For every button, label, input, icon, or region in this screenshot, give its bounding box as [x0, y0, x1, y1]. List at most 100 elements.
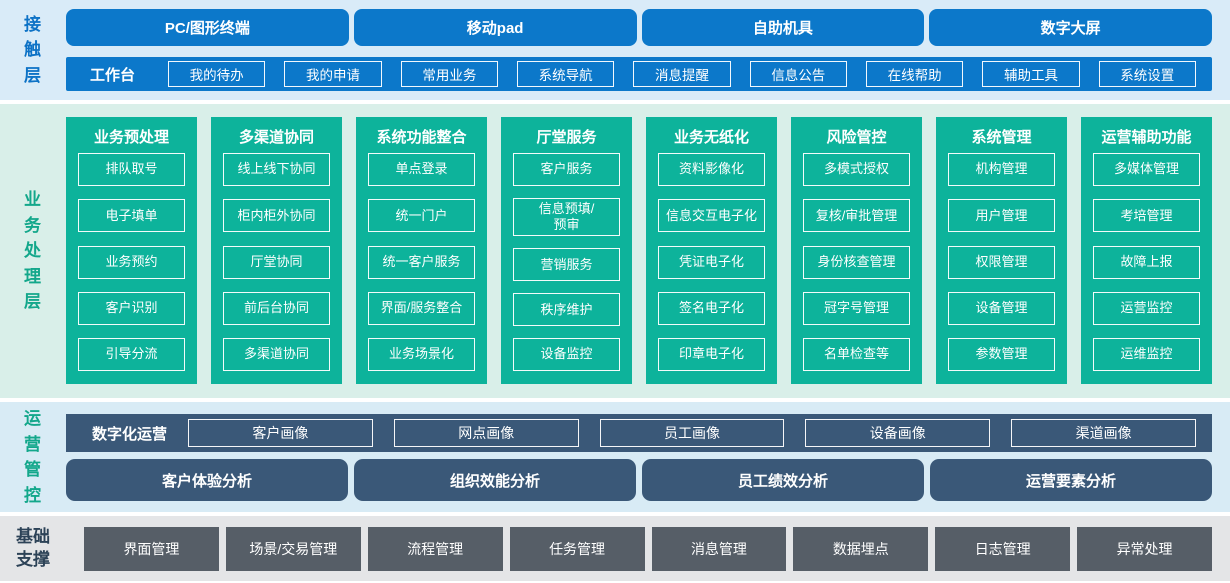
section-divider: [0, 398, 1230, 402]
business-column-items: 客户服务信息预填/ 预审营销服务秩序维护设备监控: [513, 153, 620, 371]
business-column: 业务预处理排队取号电子填单业务预约客户识别引导分流: [66, 117, 197, 384]
digital-portrait-item: 员工画像: [599, 419, 785, 447]
business-item: 信息预填/ 预审: [513, 197, 620, 237]
business-column-title: 多渠道协同: [238, 129, 314, 146]
business-layer: 业务处理层 业务预处理排队取号电子填单业务预约客户识别引导分流多渠道协同线上线下…: [0, 104, 1230, 398]
digital-portrait-item: 客户画像: [188, 419, 373, 447]
business-column-title: 业务预处理: [93, 129, 169, 146]
digital-portrait-item: 网点画像: [393, 419, 579, 447]
business-item: 冠字号管理: [803, 291, 910, 325]
business-item: 用户管理: [948, 199, 1055, 233]
business-column-title: 厅堂服务: [536, 129, 597, 146]
business-column-title: 系统功能整合: [376, 129, 467, 146]
business-item: 多渠道协同: [223, 338, 330, 371]
business-column-title: 运营辅助功能: [1101, 129, 1192, 146]
business-item: 营销服务: [513, 248, 620, 282]
business-item: 业务预约: [78, 245, 185, 279]
business-item: 界面/服务整合: [368, 291, 475, 325]
business-column-items: 线上线下协同柜内柜外协同厅堂协同前后台协同多渠道协同: [223, 153, 330, 371]
business-item: 前后台协同: [223, 291, 330, 325]
analysis-box: 客户体验分析: [66, 459, 348, 501]
business-column: 运营辅助功能多媒体管理考培管理故障上报运营监控运维监控: [1081, 117, 1212, 384]
foundation-item: 场景/交易管理: [225, 526, 361, 571]
business-item: 身份核查管理: [803, 245, 910, 279]
business-item: 多模式授权: [803, 153, 910, 186]
analysis-box: 员工绩效分析: [642, 459, 924, 501]
channel-box: 自助机具: [641, 9, 925, 46]
business-layer-label: 业务处理层: [24, 190, 42, 312]
analysis-box: 运营要素分析: [930, 459, 1212, 501]
business-item: 名单检查等: [803, 338, 910, 371]
business-item: 权限管理: [948, 245, 1055, 279]
business-column: 系统功能整合单点登录统一门户统一客户服务界面/服务整合业务场景化: [356, 117, 487, 384]
business-column: 厅堂服务客户服务信息预填/ 预审营销服务秩序维护设备监控: [501, 117, 632, 384]
business-item: 参数管理: [948, 338, 1055, 371]
business-column-items: 资料影像化信息交互电子化凭证电子化签名电子化印章电子化: [658, 153, 765, 371]
digital-operations-bar: 数字化运营 客户画像网点画像员工画像设备画像渠道画像: [66, 414, 1212, 452]
business-columns: 业务预处理排队取号电子填单业务预约客户识别引导分流多渠道协同线上线下协同柜内柜外…: [66, 104, 1230, 398]
foundation-layer-rail: 基础支撑: [0, 516, 66, 581]
business-column-items: 机构管理用户管理权限管理设备管理参数管理: [948, 153, 1055, 371]
section-divider: [0, 512, 1230, 516]
channel-box: 数字大屏: [929, 9, 1212, 46]
workbench-label: 工作台: [90, 66, 136, 84]
business-item: 资料影像化: [658, 153, 765, 186]
business-item: 机构管理: [948, 153, 1055, 186]
digital-portrait-item: 渠道画像: [1011, 419, 1196, 447]
foundation-layer: 基础支撑 界面管理场景/交易管理流程管理任务管理消息管理数据埋点日志管理异常处理: [0, 516, 1230, 581]
business-item: 印章电子化: [658, 338, 765, 371]
business-item: 引导分流: [78, 338, 185, 371]
business-item: 柜内柜外协同: [223, 199, 330, 233]
foundation-item: 异常处理: [1077, 526, 1212, 571]
operations-content: 数字化运营 客户画像网点画像员工画像设备画像渠道画像 客户体验分析组织效能分析员…: [66, 402, 1230, 512]
business-item: 厅堂协同: [223, 245, 330, 279]
business-item: 运维监控: [1093, 338, 1200, 371]
business-item: 客户服务: [513, 153, 620, 186]
section-divider: [0, 100, 1230, 104]
business-item: 电子填单: [78, 199, 185, 233]
business-item: 秩序维护: [513, 293, 620, 327]
business-item: 设备管理: [948, 291, 1055, 325]
foundation-item: 任务管理: [509, 526, 645, 571]
business-column-items: 单点登录统一门户统一客户服务界面/服务整合业务场景化: [368, 153, 475, 371]
business-column: 系统管理机构管理用户管理权限管理设备管理参数管理: [936, 117, 1067, 384]
workbench-item: 常用业务: [400, 61, 498, 87]
business-item: 客户识别: [78, 291, 185, 325]
channel-box: 移动pad: [353, 9, 637, 46]
foundation-item: 流程管理: [367, 526, 503, 571]
business-column: 多渠道协同线上线下协同柜内柜外协同厅堂协同前后台协同多渠道协同: [211, 117, 342, 384]
operations-layer-label: 运营管控: [24, 409, 42, 505]
business-item: 运营监控: [1093, 291, 1200, 325]
business-column: 业务无纸化资料影像化信息交互电子化凭证电子化签名电子化印章电子化: [646, 117, 777, 384]
business-column-items: 多模式授权复核/审批管理身份核查管理冠字号管理名单检查等: [803, 153, 910, 371]
channel-box: PC/图形终端: [66, 9, 349, 46]
workbench-item: 系统设置: [1098, 61, 1196, 87]
business-column: 风险管控多模式授权复核/审批管理身份核查管理冠字号管理名单检查等: [791, 117, 922, 384]
business-column-title: 业务无纸化: [673, 129, 749, 146]
business-item: 复核/审批管理: [803, 199, 910, 233]
workbench-item: 我的待办: [168, 61, 266, 87]
operations-layer: 运营管控 数字化运营 客户画像网点画像员工画像设备画像渠道画像 客户体验分析组织…: [0, 402, 1230, 512]
contact-layer-rail: 接触层: [0, 0, 66, 100]
business-column-title: 风险管控: [826, 129, 887, 146]
foundation-layer-label: 基础支撑: [16, 527, 50, 569]
business-item: 多媒体管理: [1093, 153, 1200, 186]
foundation-items: 界面管理场景/交易管理流程管理任务管理消息管理数据埋点日志管理异常处理: [66, 516, 1230, 581]
foundation-item: 消息管理: [651, 526, 787, 571]
workbench-item: 辅助工具: [982, 61, 1080, 87]
business-layer-rail: 业务处理层: [0, 104, 66, 398]
business-column-title: 系统管理: [971, 129, 1032, 146]
business-column-items: 多媒体管理考培管理故障上报运营监控运维监控: [1093, 153, 1200, 371]
workbench-item: 在线帮助: [865, 61, 964, 87]
analysis-row: 客户体验分析组织效能分析员工绩效分析运营要素分析: [66, 459, 1212, 501]
business-item: 考培管理: [1093, 199, 1200, 233]
analysis-box: 组织效能分析: [354, 459, 636, 501]
contact-layer-label: 接触层: [24, 14, 42, 85]
foundation-item: 日志管理: [935, 526, 1071, 571]
business-item: 凭证电子化: [658, 245, 765, 279]
business-item: 单点登录: [368, 153, 475, 186]
business-item: 统一门户: [368, 199, 475, 233]
